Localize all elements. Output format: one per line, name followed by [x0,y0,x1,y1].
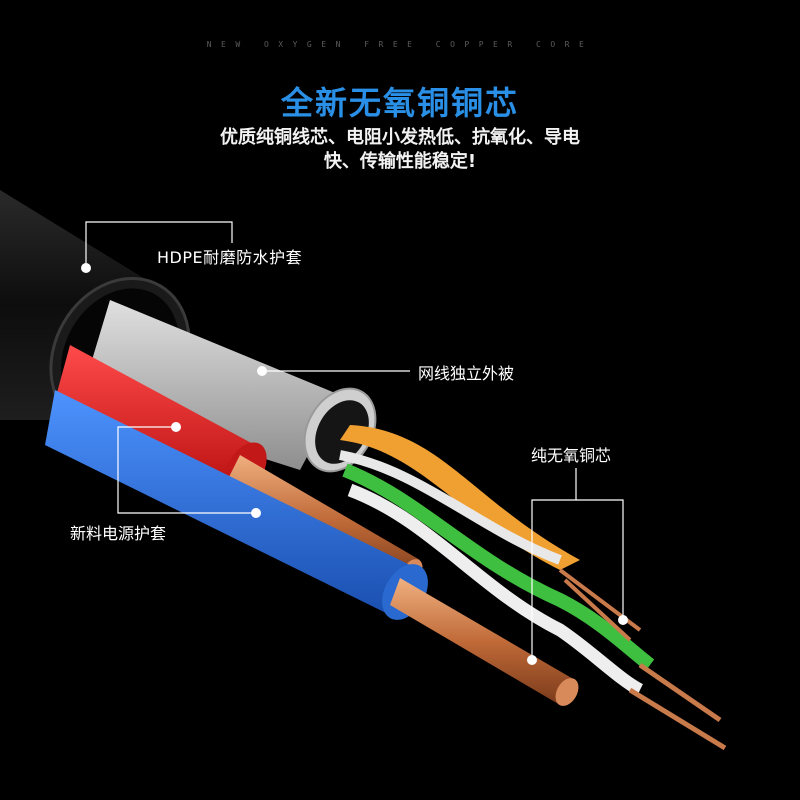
subtitle: 优质纯铜线芯、电阻小发热低、抗氧化、导电 快、传输性能稳定! [0,126,800,174]
subtitle-line-1: 优质纯铜线芯、电阻小发热低、抗氧化、导电 [220,127,580,148]
callout-outer-sheath: HDPE耐磨防水护套 [157,248,303,267]
subtitle-line-2: 快、传输性能稳定! [323,151,477,172]
network-jacket [80,300,377,473]
callout-pure-copper-core: 纯无氧铜芯 [531,446,612,465]
page-title: 全新无氧铜铜芯 [280,84,519,122]
english-tagline: NEW OXYGEN FREE COPPER CORE [206,40,594,49]
callout-cable-jacket: 网线独立外被 [418,364,515,383]
callout-lines [85,221,624,660]
blue-power-wire [45,390,579,706]
twisted-pairs [339,425,727,751]
callout-power-sheath: 新料电源护套 [70,524,167,543]
callout-dots [81,263,628,665]
